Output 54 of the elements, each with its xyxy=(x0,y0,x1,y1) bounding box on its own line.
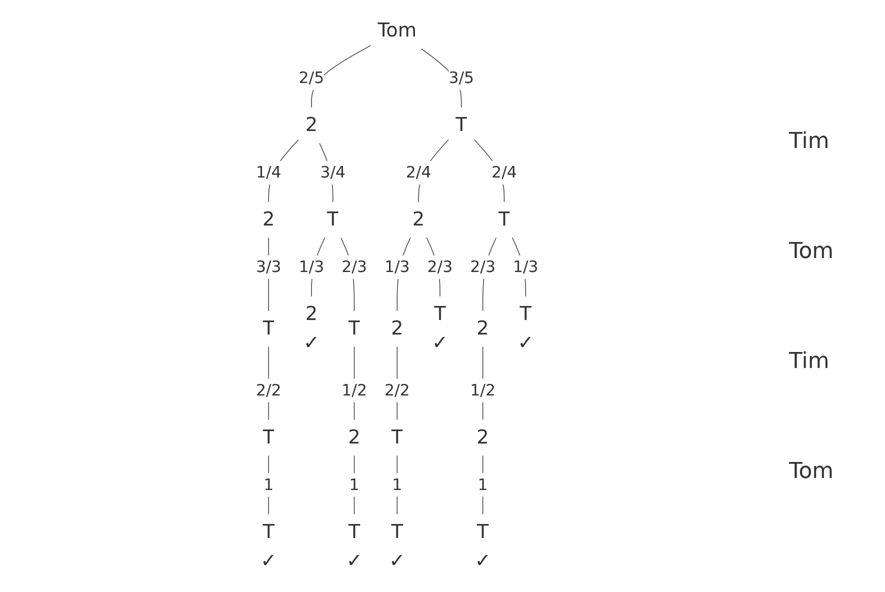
edge-label: 2/3 xyxy=(470,258,496,276)
node-label: ✓ xyxy=(518,332,534,354)
level-label: Tim xyxy=(789,128,830,154)
node-text: 2 xyxy=(391,318,404,340)
node-text: T xyxy=(520,303,532,326)
edge-label: 2/4 xyxy=(492,163,518,182)
node-text: T xyxy=(263,426,275,449)
node-text: 2 xyxy=(306,114,318,136)
edge-label: 2/2 xyxy=(256,381,282,400)
node-text: T xyxy=(263,521,275,544)
level-label: Tim xyxy=(789,348,830,374)
node-text: T xyxy=(434,303,446,326)
node-label: ✓ xyxy=(346,550,363,572)
level-label: Tom xyxy=(789,458,835,484)
edge-label: 2/2 xyxy=(384,381,410,400)
edge-label: 1/2 xyxy=(470,381,496,400)
node-text: 2 xyxy=(306,303,318,326)
node-text: T xyxy=(477,521,490,544)
edge-label: 1/3 xyxy=(513,258,539,276)
node-label: ✓ xyxy=(475,550,492,572)
node-label: ✓ xyxy=(304,332,320,354)
node-text: T xyxy=(263,318,275,340)
edge-label: 3/3 xyxy=(256,258,282,276)
node-text: 2 xyxy=(348,426,361,449)
edge-label: 1/2 xyxy=(342,381,368,400)
edge-label: 1 xyxy=(264,476,274,494)
edge-label: 1 xyxy=(350,476,360,494)
edge-label: 1/4 xyxy=(256,163,282,182)
edge-label: 3/4 xyxy=(320,163,346,182)
node-label: ✓ xyxy=(432,332,448,354)
edge-label: 1 xyxy=(478,476,488,494)
node-text: T xyxy=(348,521,361,544)
node-text: 2 xyxy=(412,208,426,231)
node-text: 2 xyxy=(262,208,276,231)
node-text: T xyxy=(456,114,468,136)
node-text: 2 xyxy=(477,318,490,340)
node-text: T xyxy=(392,426,404,449)
node-text: Tom xyxy=(378,20,418,42)
node-text: T xyxy=(327,208,340,231)
level-label: Tom xyxy=(789,238,835,264)
edge-label: 1/3 xyxy=(299,258,324,276)
edge-label: 2/5 xyxy=(299,68,324,88)
node-label: ✓ xyxy=(260,550,278,572)
node-text: T xyxy=(392,521,404,544)
node-text: T xyxy=(348,318,361,340)
node-label: ✓ xyxy=(389,550,406,572)
edge-label: 2/4 xyxy=(406,163,432,182)
node-text: T xyxy=(498,208,510,231)
edge-label: 3/5 xyxy=(449,68,474,88)
edge-label: 2/3 xyxy=(342,258,368,276)
edge-label: 2/3 xyxy=(428,258,454,276)
node-text: 2 xyxy=(477,426,490,449)
edge-label: 1/3 xyxy=(384,258,410,276)
edge-label: 1 xyxy=(392,476,403,494)
